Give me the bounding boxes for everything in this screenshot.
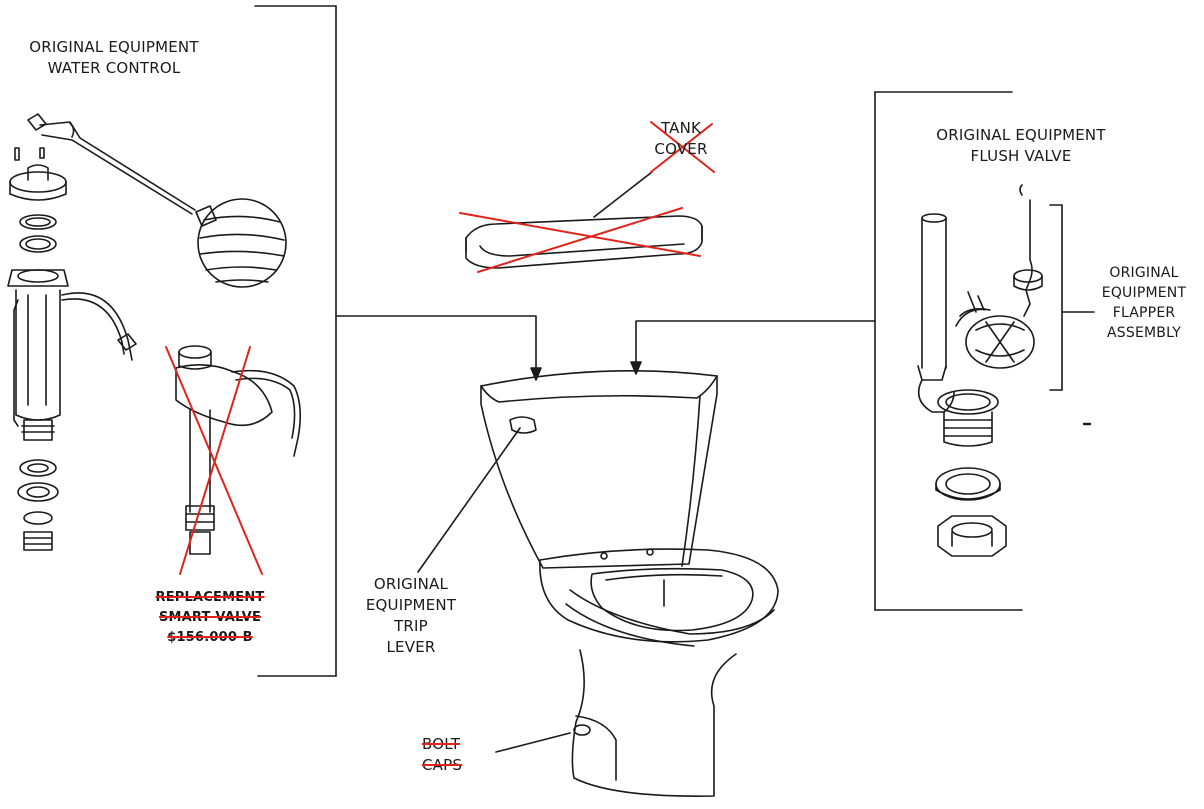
bolt-caps-leader <box>496 733 570 752</box>
trip-lever-leader <box>418 428 520 572</box>
flapper-assembly-label: ORIGINAL EQUIPMENT FLAPPER ASSEMBLY <box>1090 263 1198 343</box>
replacement-valve-label: REPLACEMENT SMART VALVE $156.000-B <box>136 588 284 648</box>
tank-cover-crossout-a <box>460 213 700 256</box>
water-control-drawing <box>8 114 286 550</box>
toilet-drawing <box>481 371 778 796</box>
tank-cover-drawing <box>466 216 702 268</box>
tank-cover-leader <box>594 172 652 217</box>
smart-valve-drawing <box>176 346 300 554</box>
right-panel-bracket <box>875 92 1022 610</box>
connector-arrows <box>336 316 875 380</box>
flapper-bracket <box>1050 205 1094 390</box>
red-crossouts <box>166 122 714 574</box>
tank-cover-label: TANK COVER <box>646 118 716 160</box>
left-panel-bracket <box>255 6 336 676</box>
flush-valve-label: ORIGINAL EQUIPMENT FLUSH VALVE <box>906 125 1136 167</box>
trip-lever-label: ORIGINAL EQUIPMENT TRIP LEVER <box>352 574 470 658</box>
flush-valve-drawing <box>918 185 1042 556</box>
water-control-label: ORIGINAL EQUIPMENT WATER CONTROL <box>8 37 220 79</box>
bolt-caps-label: BOLT CAPS <box>422 734 492 776</box>
